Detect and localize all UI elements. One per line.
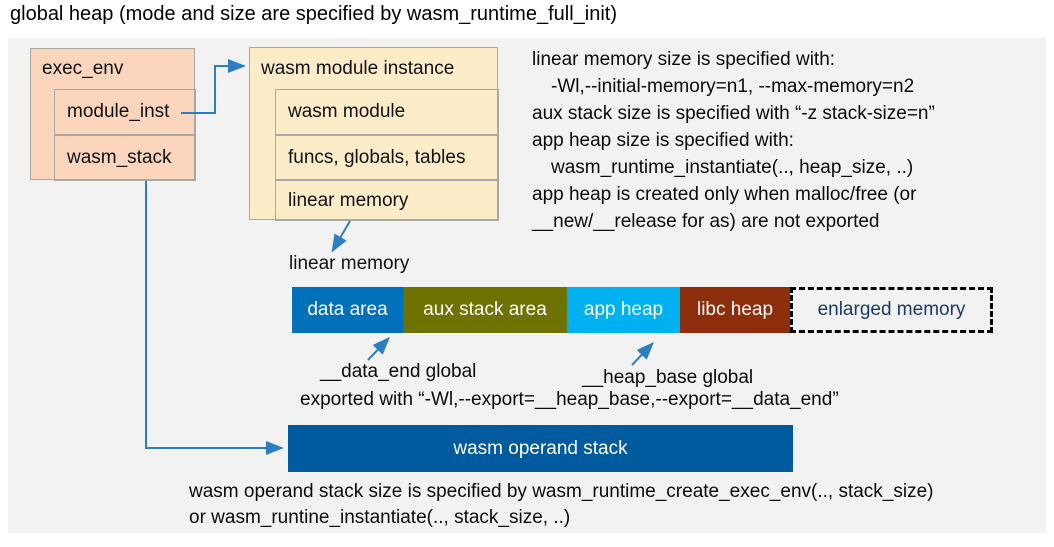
- linear-memory-bar: data area aux stack area app heap libc h…: [292, 287, 993, 333]
- note-line: wasm_runtime_instantiate(.., heap_size, …: [551, 157, 914, 178]
- operand-stack-notes: wasm operand stack size is specified by …: [189, 479, 934, 531]
- segment-data-area: data area: [292, 287, 403, 333]
- segment-aux-stack-area: aux stack area: [403, 287, 567, 333]
- note-line: -Wl,--initial-memory=n1, --max-memory=n2: [551, 76, 915, 97]
- note-line: __new/__release for as) are not exported: [532, 211, 880, 232]
- exported-with-label: exported with “-Wl,--export=__heap_base,…: [300, 389, 839, 410]
- wasm-operand-stack-label: wasm operand stack: [453, 437, 628, 459]
- diagram-title: global heap (mode and size are specified…: [10, 3, 617, 25]
- note-line: wasm operand stack size is specified by …: [189, 481, 934, 502]
- segment-enlarged-memory: enlarged memory: [790, 287, 993, 333]
- segment-app-heap: app heap: [567, 287, 680, 333]
- note-line: or wasm_runtine_instantiate(.., stack_si…: [189, 507, 571, 528]
- exec-env-row-module-inst: module_inst: [54, 89, 196, 135]
- wasm-operand-stack-bar: wasm operand stack: [288, 425, 793, 472]
- note-line: linear memory size is specified with:: [532, 49, 836, 70]
- linear-memory-label: linear memory: [289, 253, 410, 274]
- module-instance-row-linear-memory: linear memory: [275, 180, 499, 221]
- data-end-global-label: __data_end global: [320, 361, 477, 382]
- exec-env-header: exec_env: [42, 58, 124, 79]
- module-instance-row-wasm-module: wasm module: [275, 89, 499, 135]
- module-instance-box: wasm module instance wasm module funcs, …: [249, 47, 499, 221]
- note-line: app heap is created only when malloc/fre…: [532, 184, 917, 205]
- module-instance-header: wasm module instance: [261, 57, 455, 79]
- exec-env-row-wasm-stack: wasm_stack: [54, 135, 196, 181]
- note-line: app heap size is specified with:: [532, 130, 794, 151]
- heap-base-global-label: __heap_base global: [582, 367, 754, 388]
- segment-libc-heap: libc heap: [680, 287, 790, 333]
- note-line: aux stack size is specified with “-z sta…: [532, 103, 935, 124]
- linear-memory-notes: linear memory size is specified with: -W…: [532, 46, 935, 235]
- module-instance-row-funcs-globals-tables: funcs, globals, tables: [275, 135, 499, 180]
- exec-env-box: exec_env module_inst wasm_stack: [30, 48, 196, 181]
